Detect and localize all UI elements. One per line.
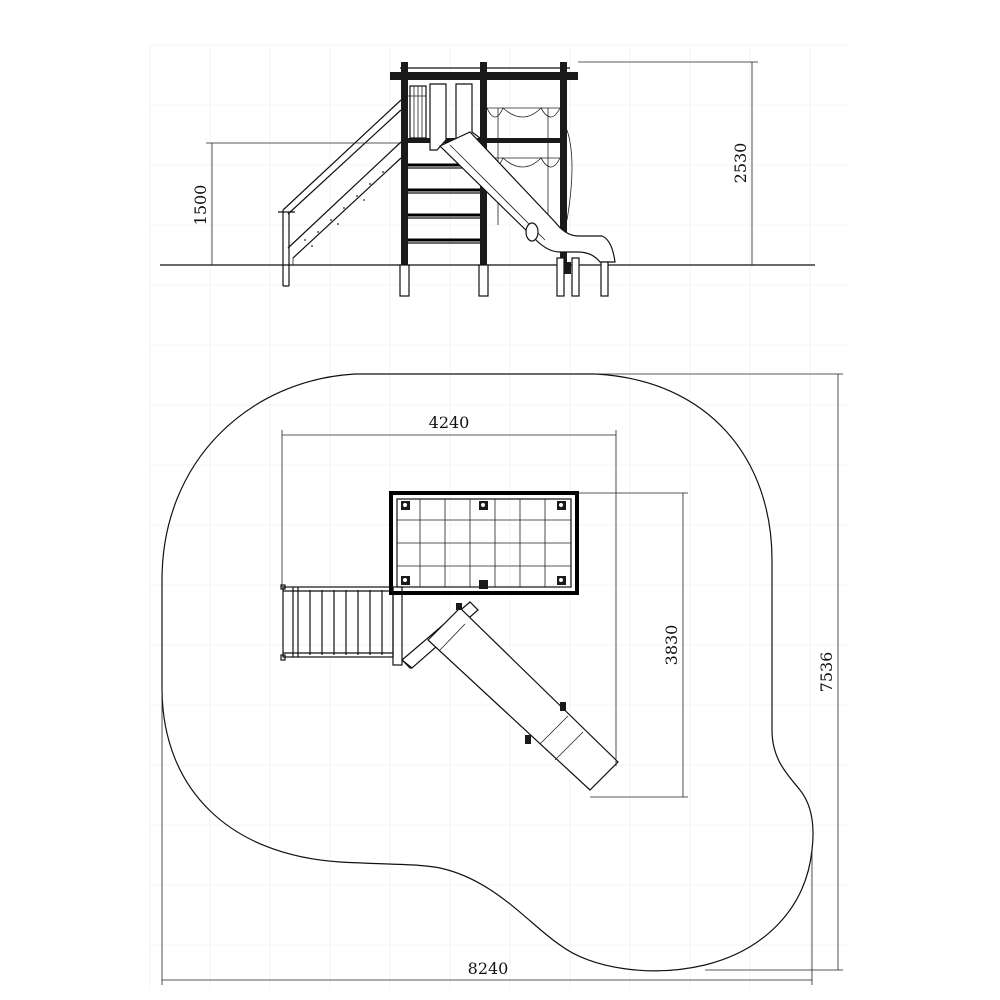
dim-safety-zone-height: 7536 [595, 373, 843, 971]
dim-safety-zone-width: 8240 [161, 690, 813, 985]
dim-overall-width: 4240 [281, 413, 617, 766]
post-right [560, 62, 567, 274]
safety-zone-outline [161, 373, 814, 972]
slide-handle [525, 222, 539, 242]
dim-platform-height-label: 1500 [191, 185, 210, 226]
staircase [278, 99, 402, 287]
dim-depth: 3830 [577, 492, 688, 798]
dim-total-height-label: 2530 [731, 143, 750, 184]
top-railing [408, 85, 427, 139]
post-foot-left [399, 264, 410, 297]
plan-posts [401, 501, 566, 589]
dim-safety-zone-width-label: 8240 [468, 959, 509, 978]
plan-slide [401, 601, 619, 791]
plan-view: 4240 3830 7536 8240 [161, 373, 843, 985]
post-left [401, 62, 408, 296]
dim-total-height: 2530 [578, 61, 758, 265]
slide [429, 83, 616, 297]
dim-safety-zone-height-label: 7536 [817, 652, 836, 693]
platform-frame [389, 491, 579, 595]
background-grid [149, 44, 850, 990]
dim-depth-label: 3830 [662, 625, 681, 666]
climbing-net [486, 107, 573, 225]
plan-staircase [280, 584, 403, 666]
elevation-view: 1500 2530 [160, 61, 815, 297]
ladder-rungs [408, 163, 480, 244]
post-foot-middle [478, 264, 489, 297]
dim-overall-width-label: 4240 [429, 413, 470, 432]
platform-deck [401, 138, 567, 143]
dim-platform-height: 1500 [191, 142, 401, 265]
net-grid [397, 499, 571, 587]
